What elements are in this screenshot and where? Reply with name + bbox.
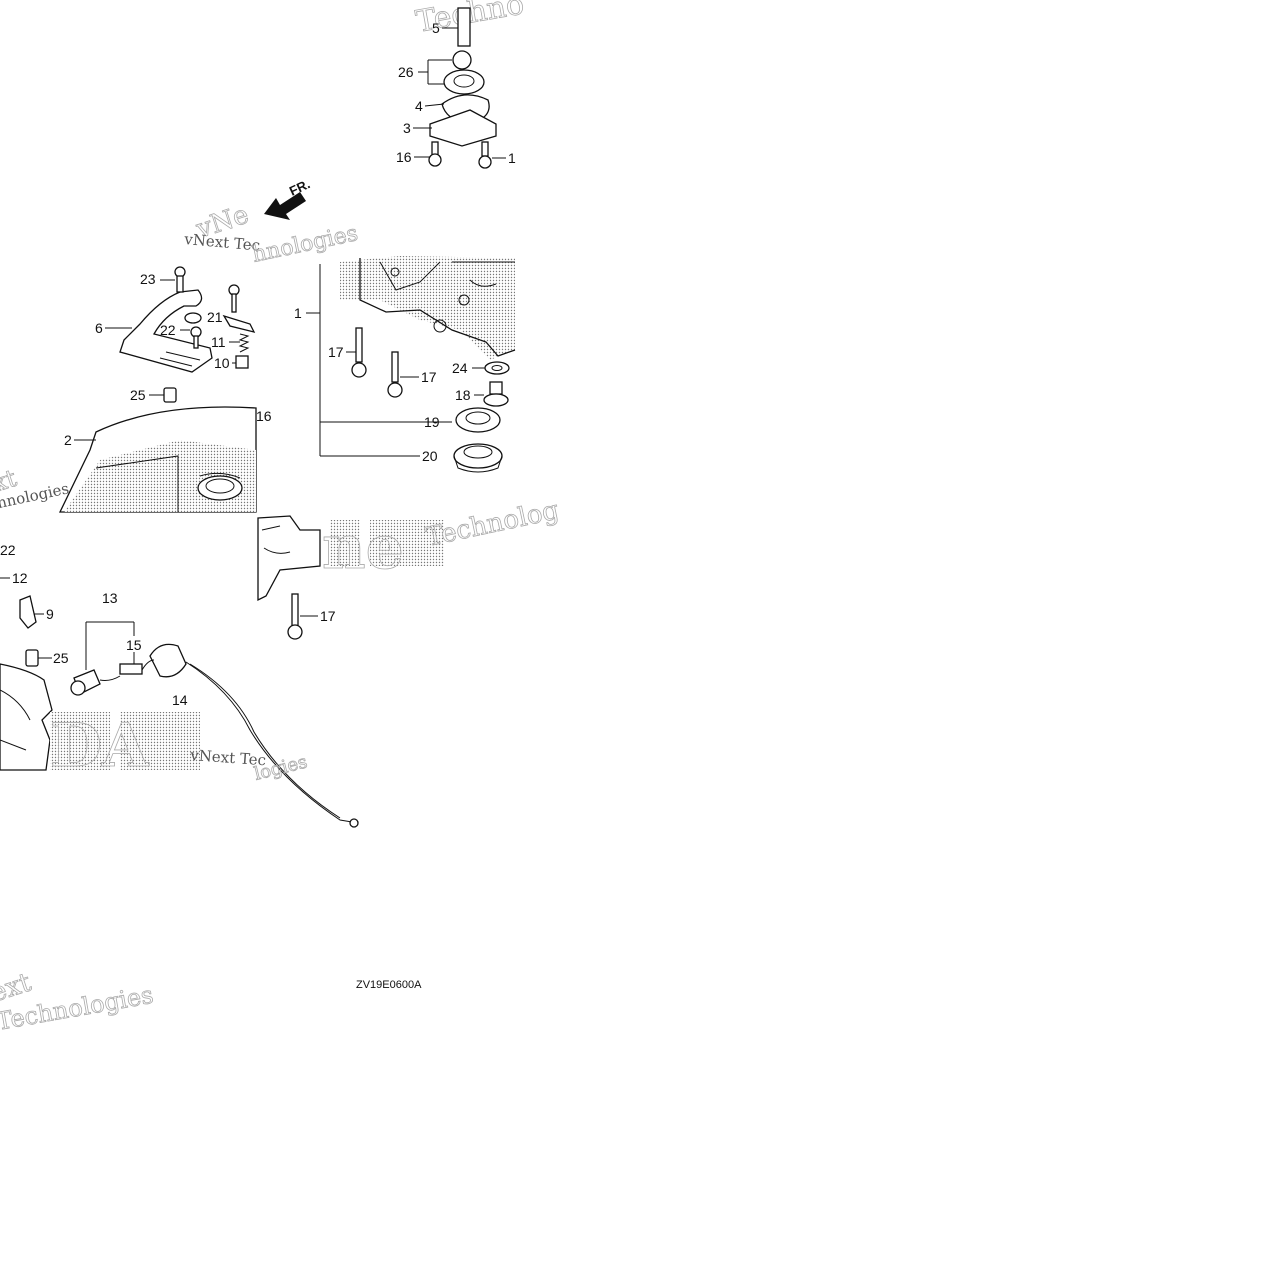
part-17-bolt-b[interactable] [391,351,399,383]
tile-oil-gauge: Techno 5 26 4 3 16 1 [396,0,527,169]
callout-25[interactable]: 25 [53,650,69,666]
part-3-plate[interactable] [429,109,497,147]
callout-6[interactable]: 6 [95,320,103,336]
callout-23[interactable]: 23 [140,271,156,287]
callout-17-a[interactable]: 17 [328,344,344,360]
part-22-bolt[interactable] [193,335,199,349]
part-14-boot[interactable] [149,643,187,678]
callout-12[interactable]: 12 [12,570,28,586]
part-9-clip[interactable] [19,595,37,629]
watermark-text: ne [322,513,404,583]
tile-breather: hnologies xt chnologies 23 6 2 [0,221,361,514]
watermark-text: vNext Tec [189,746,267,769]
callout-26[interactable]: 26 [398,64,414,80]
watermark-text: Technolog [423,495,561,552]
callout-24[interactable]: 24 [452,360,468,376]
callout-5[interactable]: 5 [432,20,440,36]
callout-22[interactable]: 22 [160,322,176,338]
callout-25[interactable]: 25 [130,387,146,403]
part-26-ring[interactable] [443,69,485,95]
callout-20[interactable]: 20 [422,448,438,464]
callout-14[interactable]: 14 [172,692,188,708]
front-label: FR. [287,176,312,198]
part-plate[interactable] [222,314,256,333]
part-11-spring[interactable] [238,333,250,353]
callout-18[interactable]: 18 [455,387,471,403]
part-18-plug[interactable] [489,381,503,395]
part-20-seal[interactable] [453,443,503,469]
part-25-dowel[interactable] [25,649,39,667]
callout-3[interactable]: 3 [403,120,411,136]
part-14-wire[interactable] [185,661,353,823]
callout-16-left[interactable]: 16 [396,149,412,165]
watermark-text: vNext Tec [183,230,261,255]
tile-crankcase-bolt: ne Technolog 17 [257,495,562,640]
bolt[interactable] [231,293,237,313]
callout-1[interactable]: 1 [294,305,302,321]
part-17-bolt-c[interactable] [291,593,299,627]
part-23-bolt[interactable] [176,275,184,293]
oil-filler-neck[interactable] [197,475,243,501]
callout-21[interactable]: 21 [207,309,223,325]
callout-16-right[interactable]: 1 [508,150,516,166]
callout-17-c[interactable]: 17 [320,608,336,624]
part-21-washer[interactable] [184,312,202,324]
callout-10[interactable]: 10 [214,355,230,371]
part-10-collar[interactable] [235,355,249,369]
callout-9[interactable]: 9 [46,606,54,622]
part-6-breather-cover[interactable] [119,289,213,373]
watermark-text: DA [50,711,150,781]
part-24-washer[interactable] [484,361,510,375]
callout-11[interactable]: 11 [211,334,226,350]
watermark-text: hnologies [250,221,360,268]
callout-13[interactable]: 13 [102,590,118,606]
part-15-terminal[interactable] [119,663,143,675]
callout-15[interactable]: 15 [126,637,142,653]
callout-17-b[interactable]: 17 [421,369,437,385]
callout-2[interactable]: 2 [64,432,72,448]
part-16-bolt-right[interactable] [481,141,489,157]
part-25-dowel[interactable] [163,387,177,403]
crankcase-corner[interactable] [0,663,53,771]
front-arrow-icon [264,192,306,220]
diagram-code: ZV19E0600A [356,979,422,991]
callout-19[interactable]: 19 [424,414,440,430]
callout-16[interactable]: 16 [256,408,272,424]
wire-terminal[interactable] [349,818,359,828]
front-direction-indicator: FR. [264,176,312,220]
tile-crankcase-cover: 1 17 17 24 18 19 20 [294,256,516,473]
callout-4[interactable]: 4 [415,98,423,114]
callout-22[interactable]: 22 [0,542,16,558]
part-19-oil-seal[interactable] [455,407,501,433]
part-5-shaft[interactable] [457,7,471,47]
crankcase-section[interactable] [257,515,321,602]
part-17-bolt-a[interactable] [355,327,363,363]
tile-oil-switch: DA vNext Tec logies 22 12 9 13 15 25 14 [0,542,359,828]
part-26-gear[interactable] [452,50,472,70]
